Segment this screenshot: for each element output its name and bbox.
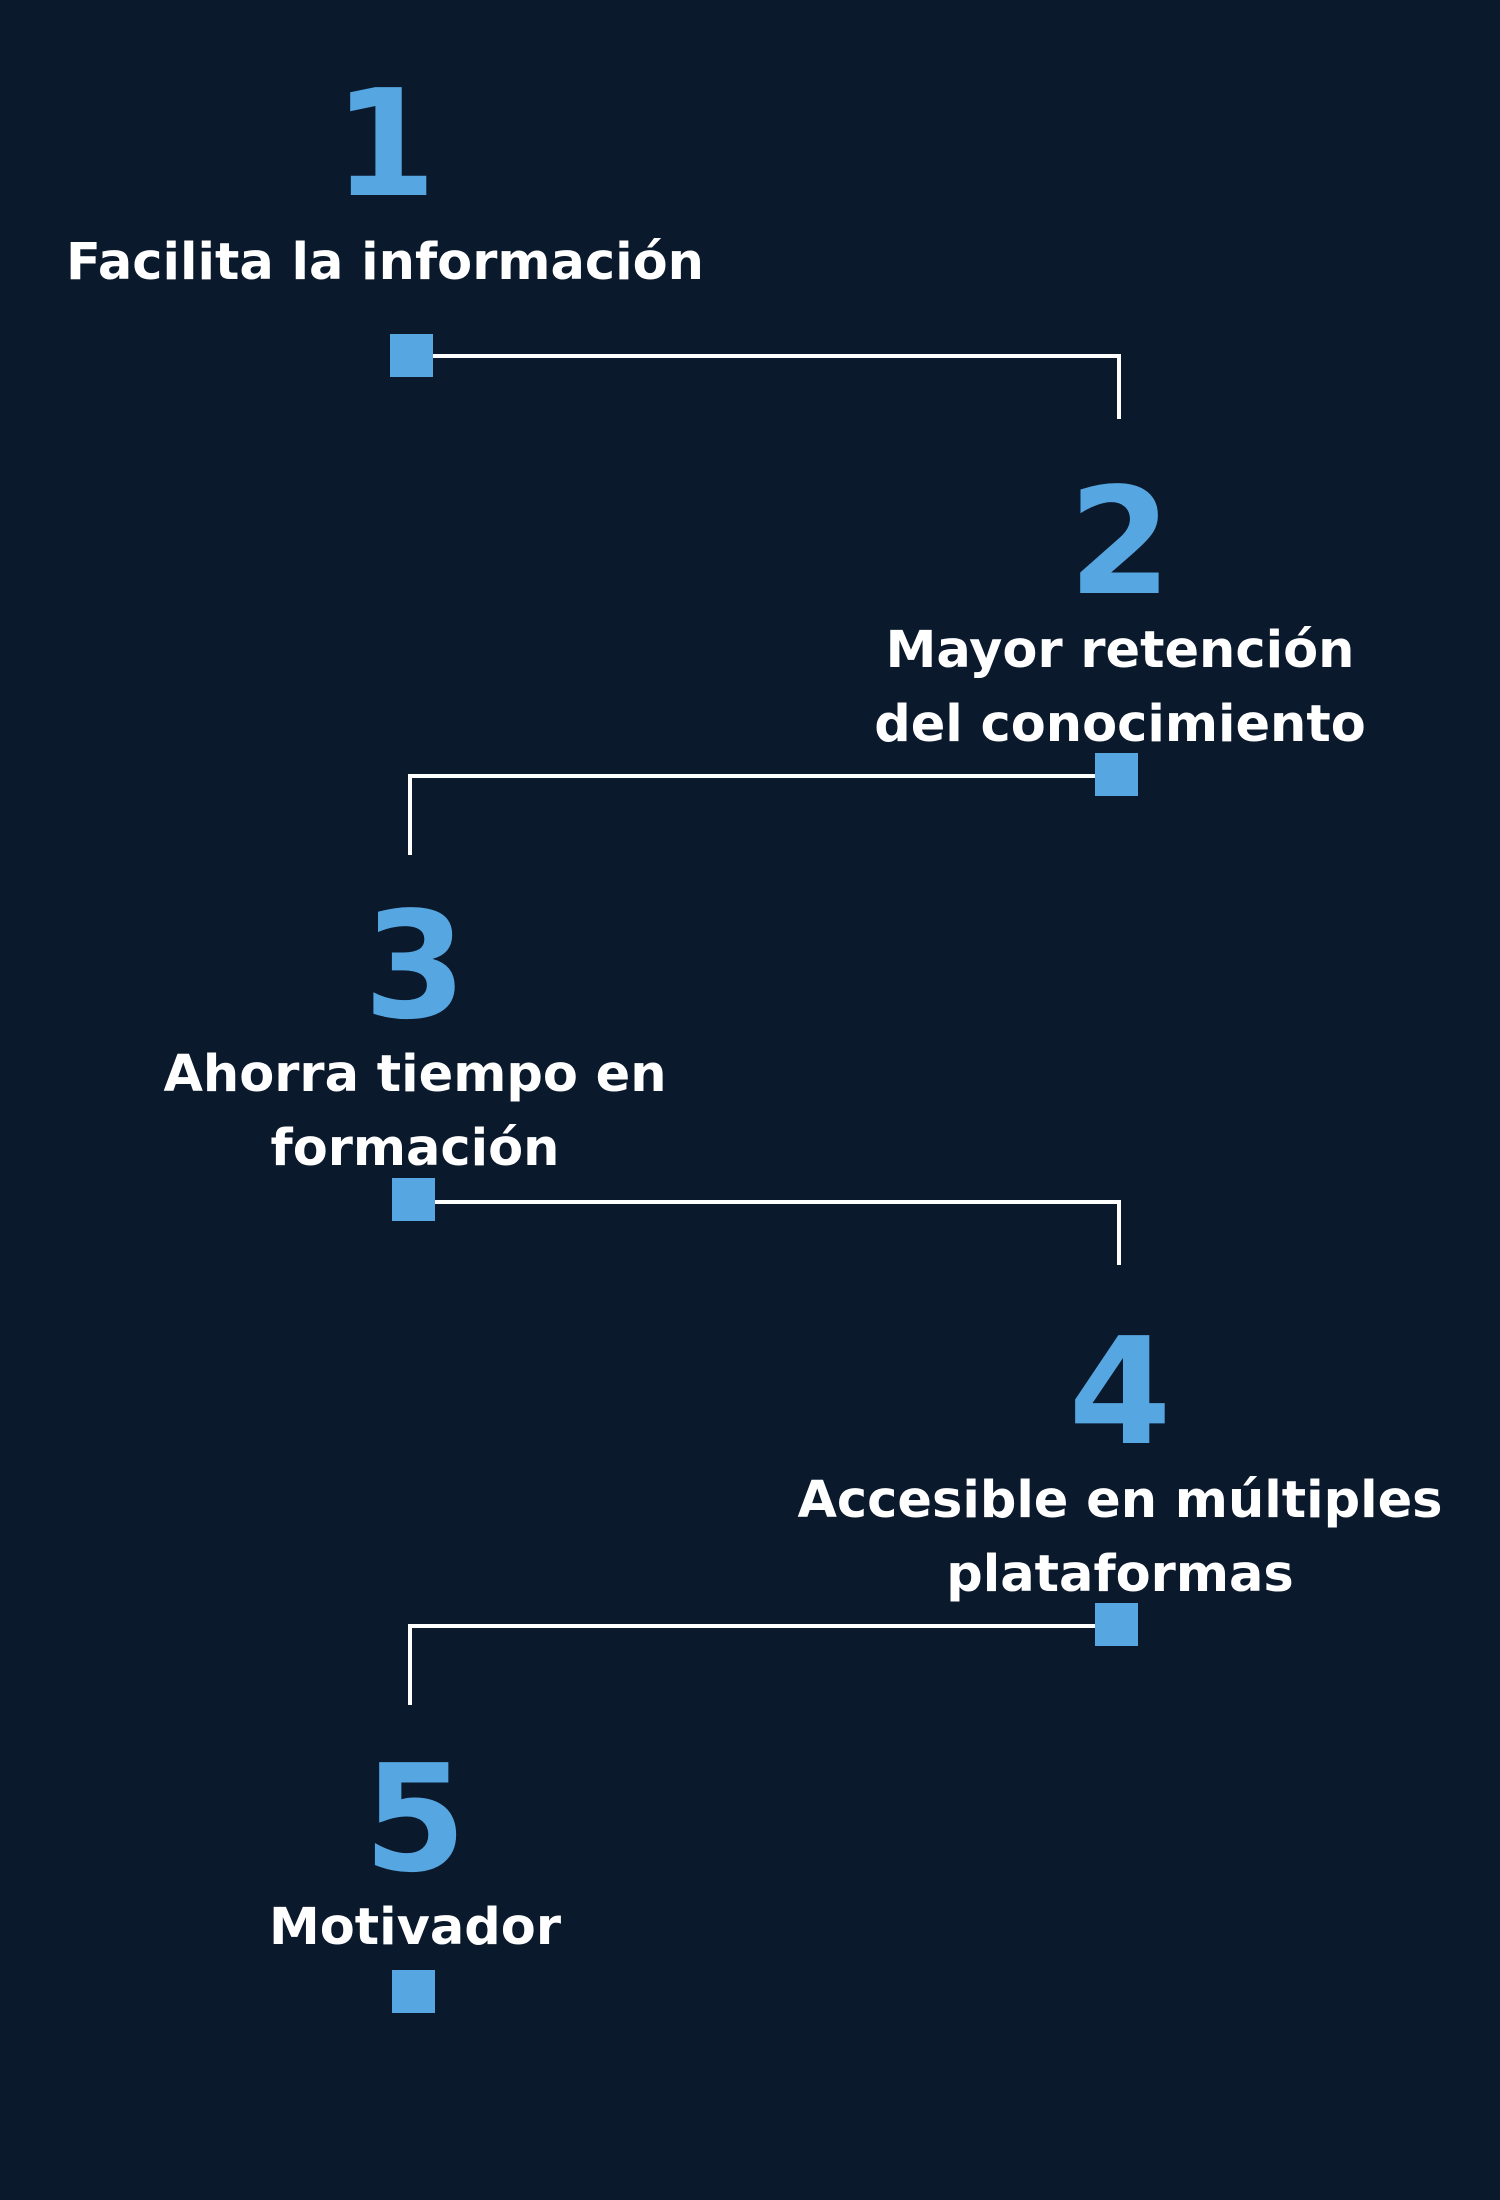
step-label: Facilita la información — [66, 233, 704, 292]
connector-1-2 — [433, 354, 1121, 419]
step-3: 3 Ahorra tiempo en formación — [60, 892, 770, 1186]
connector-4-5 — [408, 1624, 1095, 1705]
step-number: 5 — [363, 1733, 467, 1905]
step-label: Ahorra tiempo en formación — [163, 1045, 667, 1178]
step-number: 3 — [363, 880, 467, 1052]
step-label: Accesible en múltiples plataformas — [797, 1471, 1443, 1604]
step-2: 2 Mayor retención del conocimiento — [760, 468, 1480, 762]
step-marker-5 — [392, 1970, 435, 2013]
step-label: Motivador — [268, 1898, 561, 1957]
step-marker-1 — [390, 334, 433, 377]
step-marker-4 — [1095, 1603, 1138, 1646]
step-1: 1 Facilita la información — [30, 70, 740, 300]
step-5: 5 Motivador — [60, 1745, 770, 1965]
step-marker-2 — [1095, 753, 1138, 796]
step-label: Mayor retención del conocimiento — [874, 621, 1366, 754]
step-number: 1 — [333, 58, 437, 230]
step-number: 2 — [1068, 456, 1172, 628]
step-marker-3 — [392, 1178, 435, 1221]
connector-3-4 — [435, 1200, 1121, 1265]
step-4: 4 Accesible en múltiples plataformas — [760, 1318, 1480, 1612]
connector-2-3 — [408, 774, 1095, 855]
step-number: 4 — [1068, 1306, 1172, 1478]
